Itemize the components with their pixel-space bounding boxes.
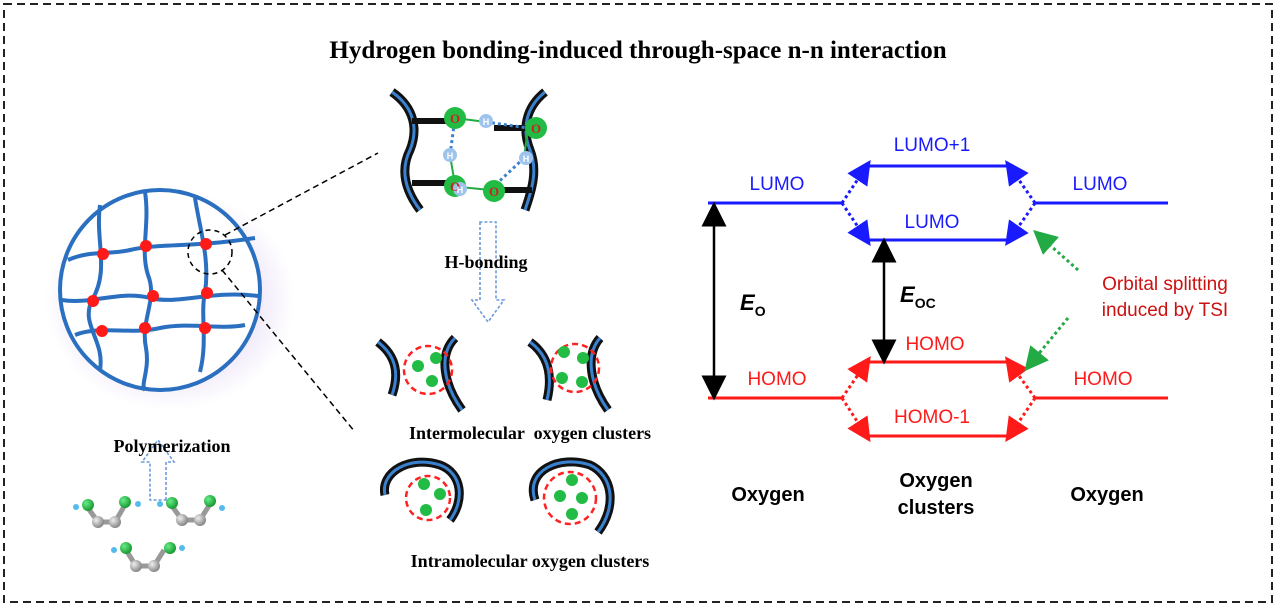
col-center-label-1: Oxygen	[899, 470, 972, 492]
figure-title: Hydrogen bonding-induced through-space n…	[329, 37, 946, 64]
atom-label-h2: H	[523, 154, 530, 164]
left-lumo-label: LUMO	[750, 174, 805, 195]
h-bonded-chains	[389, 88, 548, 213]
h-bonding-label: H-bonding	[444, 252, 527, 272]
center-lumo-plus1-label: LUMO+1	[894, 135, 971, 156]
intermolecular-label: Intermolecular oxygen clusters	[409, 423, 651, 443]
atom-label-h1: H	[483, 117, 490, 127]
monomer-molecules	[73, 495, 225, 572]
atom-label-o3: O	[450, 179, 460, 194]
intramolecular-label: Intramolecular oxygen clusters	[411, 551, 650, 571]
zoom-line-top	[224, 152, 379, 236]
intermolecular-cluster-2	[527, 335, 612, 413]
energy-level-lines	[708, 164, 1168, 438]
annotation-line-2: induced by TSI	[1102, 300, 1228, 321]
correlation-arrows	[840, 160, 1079, 443]
polymerization-label: Polymerization	[114, 436, 231, 456]
annotation-line-1: Orbital splitting	[1102, 274, 1228, 295]
figure-border	[3, 3, 1273, 603]
polymer-network-sphere	[45, 188, 295, 410]
center-homo-minus1-label: HOMO-1	[894, 407, 970, 428]
center-homo-label: HOMO	[905, 334, 964, 355]
intramolecular-cluster-2	[528, 457, 615, 535]
polymerization-arrow	[140, 438, 176, 501]
monomer-1	[73, 496, 141, 528]
atom-label-o4: O	[489, 184, 499, 199]
intramolecular-cluster-1	[380, 457, 464, 523]
left-homo-label: HOMO	[747, 369, 806, 390]
right-homo-label: HOMO	[1073, 369, 1132, 390]
atom-label-h4: H	[457, 185, 464, 195]
monomer-3	[111, 542, 185, 572]
intermolecular-cluster-1	[375, 334, 466, 413]
atom-label-o1: O	[450, 111, 460, 126]
right-lumo-label: LUMO	[1073, 174, 1128, 195]
col-right-label: Oxygen	[1070, 484, 1143, 506]
atom-label-o2: O	[531, 121, 541, 136]
atom-label-h3: H	[447, 151, 454, 161]
monomer-2	[157, 495, 225, 526]
zoom-line-bottom	[221, 269, 356, 433]
h-bonding-arrow	[470, 221, 506, 324]
gap-eo-label: EO	[740, 290, 766, 319]
col-left-label: Oxygen	[731, 484, 804, 506]
gap-eoc-label: EOC	[900, 282, 936, 311]
center-lumo-label: LUMO	[905, 212, 960, 233]
col-center-label-2: clusters	[898, 497, 975, 519]
